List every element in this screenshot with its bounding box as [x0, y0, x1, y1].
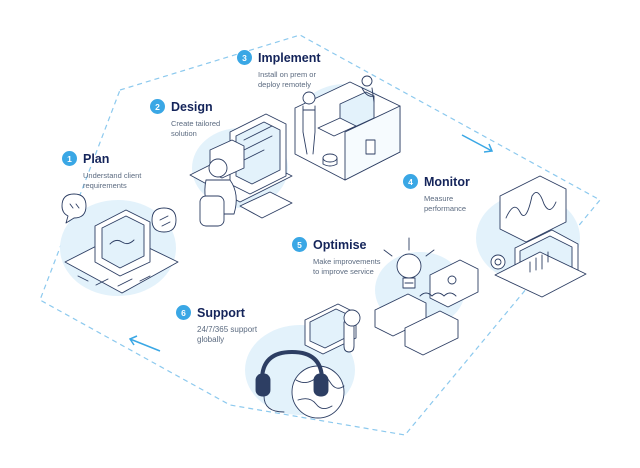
arrow-right-icon	[461, 134, 494, 153]
step-description-line: globally	[197, 335, 225, 344]
support-illustration	[255, 303, 361, 419]
step-title: Plan	[83, 151, 110, 166]
step-optimise: 5 Optimise Make improvements to improve …	[292, 237, 432, 276]
step-number-badge: 3	[237, 50, 252, 65]
step-description: Install on prem or deploy remotely	[258, 70, 357, 89]
step-number-badge: 1	[62, 151, 77, 166]
implement-illustration	[294, 75, 401, 181]
step-header: 2 Design	[150, 99, 270, 114]
step-description-line: Make improvements	[313, 257, 381, 266]
step-title: Implement	[258, 50, 321, 65]
step-header: 3 Implement	[237, 50, 357, 65]
step-header: 1 Plan	[62, 151, 182, 166]
speech-bubble-icon	[61, 193, 177, 233]
step-description-line: Understand client	[83, 171, 142, 180]
step-header: 5 Optimise	[292, 237, 432, 252]
step-description-line: deploy remotely	[258, 79, 311, 89]
step-header: 6 Support	[176, 305, 296, 320]
step-description-line: Create tailored	[171, 119, 221, 128]
step-description: 24/7/365 support globally	[197, 325, 296, 345]
step-description-line: to improve service	[313, 266, 374, 276]
step-description: Measure performance	[424, 194, 523, 213]
step-description-line: performance	[424, 203, 467, 213]
step-description: Make improvements to improve service	[313, 257, 432, 276]
step-description-line: solution	[171, 128, 197, 138]
step-title: Design	[171, 99, 213, 114]
arrow-left-icon	[128, 335, 161, 352]
step-design: 2 Design Create tailored solution	[150, 99, 270, 138]
step-monitor: 4 Monitor Measure performance	[403, 174, 523, 213]
plan-illustration	[64, 209, 179, 294]
step-description: Create tailored solution	[171, 119, 270, 138]
step-title: Optimise	[313, 237, 367, 252]
step-description-line: Install on prem or	[258, 70, 316, 79]
step-header: 4 Monitor	[403, 174, 523, 189]
step-number-badge: 6	[176, 305, 191, 320]
step-title: Monitor	[424, 174, 470, 189]
monitor-illustration	[490, 175, 587, 298]
step-plan: 1 Plan Understand client requirements	[62, 151, 182, 190]
step-implement: 3 Implement Install on prem or deploy re…	[237, 50, 357, 89]
step-number-badge: 5	[292, 237, 307, 252]
step-title: Support	[197, 305, 245, 320]
step-description-line: Measure	[424, 194, 454, 203]
step-description-line: 24/7/365 support	[197, 325, 258, 334]
step-description-line: requirements	[83, 180, 127, 190]
step-description: Understand client requirements	[83, 171, 182, 190]
design-illustration	[189, 113, 293, 227]
optimise-illustration	[374, 237, 479, 356]
step-support: 6 Support 24/7/365 support globally	[176, 305, 296, 345]
step-number-badge: 4	[403, 174, 418, 189]
step-number-badge: 2	[150, 99, 165, 114]
